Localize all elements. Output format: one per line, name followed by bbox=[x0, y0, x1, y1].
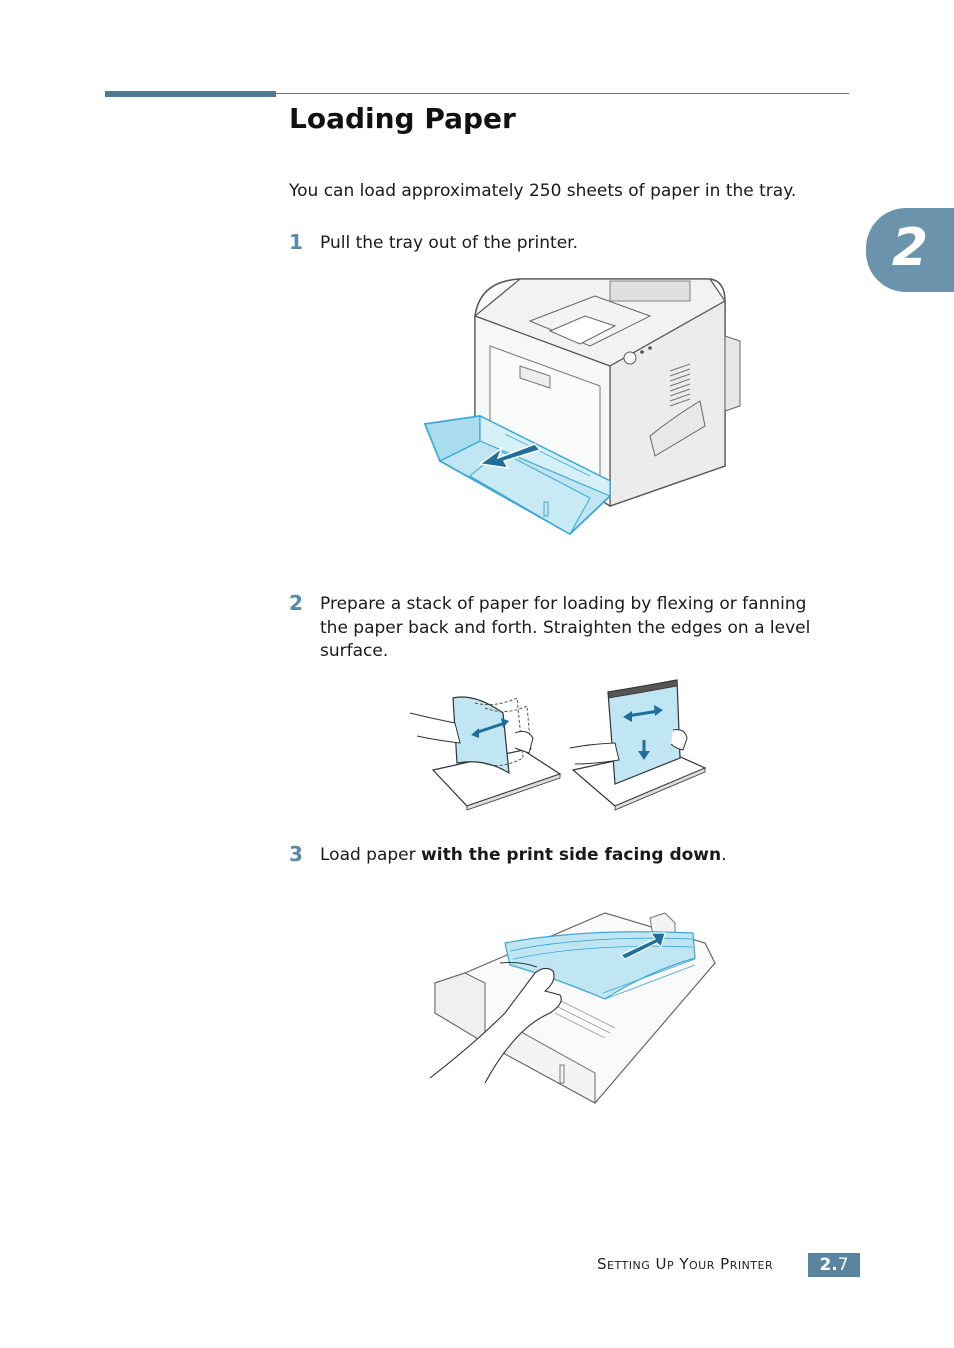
intro-text: You can load approximately 250 sheets of… bbox=[289, 181, 797, 201]
step-text-line: surface. bbox=[320, 641, 389, 661]
header-rule-thick bbox=[105, 91, 276, 97]
step-text-line: the paper back and forth. Straighten the… bbox=[320, 618, 811, 638]
step-text-prefix: Load paper bbox=[320, 845, 422, 865]
step-number: 1 bbox=[289, 230, 303, 254]
printer-tray-illustration bbox=[423, 278, 741, 536]
page-number-page: 7 bbox=[837, 1255, 849, 1275]
step-number: 3 bbox=[289, 842, 303, 866]
footer-section-label: Setting Up Your Printer bbox=[597, 1255, 774, 1273]
step-text-suffix: . bbox=[721, 845, 727, 865]
paper-flexing-illustration bbox=[409, 679, 707, 811]
paper-loading-illustration bbox=[429, 912, 716, 1104]
chapter-number: 2 bbox=[891, 218, 929, 278]
chapter-tab: 2 bbox=[866, 208, 954, 292]
step-text: Pull the tray out of the printer. bbox=[320, 233, 578, 253]
step-number: 2 bbox=[289, 591, 303, 615]
step-text-emphasis: with the print side facing down bbox=[421, 845, 722, 865]
step-text: Load paper with the print side facing do… bbox=[320, 844, 727, 867]
page-title: Loading Paper bbox=[289, 102, 516, 135]
header-rule-thin bbox=[276, 93, 849, 94]
page-number-badge: 2.7 bbox=[808, 1253, 860, 1277]
page-number-chapter: 2. bbox=[819, 1255, 838, 1275]
step-text-line: Prepare a stack of paper for loading by … bbox=[320, 594, 807, 614]
